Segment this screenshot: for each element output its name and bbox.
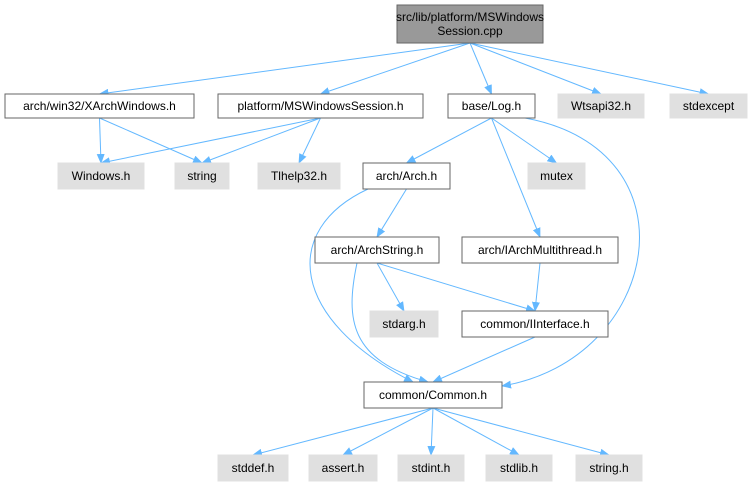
edge-archstring-to-iinterface xyxy=(376,262,536,313)
node-stddef: stddef.h xyxy=(217,454,289,482)
node-arch[interactable]: arch/Arch.h xyxy=(362,162,451,190)
edge-log-to-iarchmt xyxy=(491,117,541,238)
node-stdarg: stdarg.h xyxy=(369,310,439,338)
edge-archstring-to-stdarg xyxy=(376,262,405,312)
edge-root-to-stdexcept xyxy=(469,42,710,97)
node-box-string xyxy=(174,162,230,190)
node-label-arch: arch/Arch.h xyxy=(376,169,437,183)
node-box-stdlib xyxy=(485,454,553,482)
node-label-root: Session.cpp xyxy=(437,24,503,38)
edge-arch-to-common xyxy=(309,188,414,383)
node-label-stdarg: stdarg.h xyxy=(382,317,425,331)
node-stdexcept: stdexcept xyxy=(669,93,748,119)
node-label-windows: Windows.h xyxy=(72,169,131,183)
edge-xarch-to-windows xyxy=(96,117,105,164)
edge-root-to-mswin xyxy=(319,42,471,95)
node-stringh: string.h xyxy=(575,454,643,482)
node-label-tlhelp: Tlhelp32.h xyxy=(271,169,327,183)
node-box-arch xyxy=(362,162,451,190)
node-box-iinterface xyxy=(461,310,609,338)
edge-xarch-to-string xyxy=(99,117,203,164)
node-stdlib: stdlib.h xyxy=(485,454,553,482)
edge-archstring-to-common xyxy=(351,262,429,384)
node-tlhelp: Tlhelp32.h xyxy=(257,162,341,190)
node-box-stddef xyxy=(217,454,289,482)
node-label-mswin: platform/MSWindowsSession.h xyxy=(237,99,403,113)
node-box-archstring xyxy=(314,236,440,264)
node-wtsapi: Wtsapi32.h xyxy=(557,93,645,119)
edge-iinterface-to-common xyxy=(432,336,536,383)
edge-arch-to-archstring xyxy=(376,188,407,238)
edge-common-to-stdlib xyxy=(432,407,520,456)
node-box-stdarg xyxy=(369,310,439,338)
node-label-iinterface: common/IInterface.h xyxy=(480,317,589,331)
node-label-stringh: string.h xyxy=(589,461,628,475)
node-box-wtsapi xyxy=(557,93,645,119)
node-label-archstring: arch/ArchString.h xyxy=(331,243,424,257)
node-box-tlhelp xyxy=(257,162,341,190)
node-box-mutex xyxy=(527,162,586,190)
node-label-root: src/lib/platform/MSWindows xyxy=(396,10,544,24)
node-assert: assert.h xyxy=(308,454,378,482)
node-root[interactable]: src/lib/platform/MSWindowsSession.cpp xyxy=(396,4,544,44)
edge-common-to-stddef xyxy=(252,407,434,457)
node-label-stdint: stdint.h xyxy=(412,461,451,475)
edge-common-to-assert xyxy=(342,407,434,456)
edge-mswin-to-string xyxy=(201,117,321,164)
node-iarchmt[interactable]: arch/IArchMultithread.h xyxy=(461,236,619,264)
node-box-iarchmt xyxy=(461,236,619,264)
node-mutex: mutex xyxy=(527,162,586,190)
node-box-root xyxy=(396,4,544,44)
node-box-stringh xyxy=(575,454,643,482)
edge-mswin-to-windows xyxy=(100,117,321,166)
edge-mswin-to-tlhelp xyxy=(298,117,321,164)
edge-root-to-xarch xyxy=(98,42,471,97)
node-box-stdexcept xyxy=(669,93,748,119)
node-windows: Windows.h xyxy=(57,162,145,190)
node-label-stdlib: stdlib.h xyxy=(500,461,538,475)
node-label-string: string xyxy=(187,169,216,183)
node-string: string xyxy=(174,162,230,190)
node-box-common xyxy=(363,381,503,409)
edges-layer xyxy=(96,42,710,457)
node-iinterface[interactable]: common/IInterface.h xyxy=(461,310,609,338)
node-box-xarch xyxy=(4,93,195,119)
edge-iarchmt-to-iinterface xyxy=(531,262,541,312)
node-label-mutex: mutex xyxy=(540,169,573,183)
node-label-xarch: arch/win32/XArchWindows.h xyxy=(23,99,176,113)
node-box-assert xyxy=(308,454,378,482)
node-log[interactable]: base/Log.h xyxy=(447,93,536,119)
nodes-layer: src/lib/platform/MSWindowsSession.cpp arc… xyxy=(4,4,748,482)
edge-common-to-stdint xyxy=(427,407,436,456)
node-archstring[interactable]: arch/ArchString.h xyxy=(314,236,440,264)
edge-log-to-arch xyxy=(405,117,492,164)
node-mswin[interactable]: platform/MSWindowsSession.h xyxy=(217,93,424,119)
node-label-log: base/Log.h xyxy=(462,99,521,113)
edge-root-to-log xyxy=(469,42,492,95)
node-label-stddef: stddef.h xyxy=(232,461,275,475)
node-label-assert: assert.h xyxy=(322,461,365,475)
node-stdint: stdint.h xyxy=(397,454,465,482)
node-label-common: common/Common.h xyxy=(379,388,487,402)
node-box-log xyxy=(447,93,536,119)
node-box-stdint xyxy=(397,454,465,482)
edge-log-to-common xyxy=(501,117,640,389)
node-common[interactable]: common/Common.h xyxy=(363,381,503,409)
node-label-stdexcept: stdexcept xyxy=(683,99,735,113)
node-label-wtsapi: Wtsapi32.h xyxy=(571,99,631,113)
node-box-mswin xyxy=(217,93,424,119)
node-xarch[interactable]: arch/win32/XArchWindows.h xyxy=(4,93,195,119)
node-box-windows xyxy=(57,162,145,190)
edge-root-to-wtsapi xyxy=(469,42,602,95)
edge-log-to-mutex xyxy=(491,117,558,164)
node-label-iarchmt: arch/IArchMultithread.h xyxy=(478,243,602,257)
edge-common-to-stringh xyxy=(432,407,610,457)
